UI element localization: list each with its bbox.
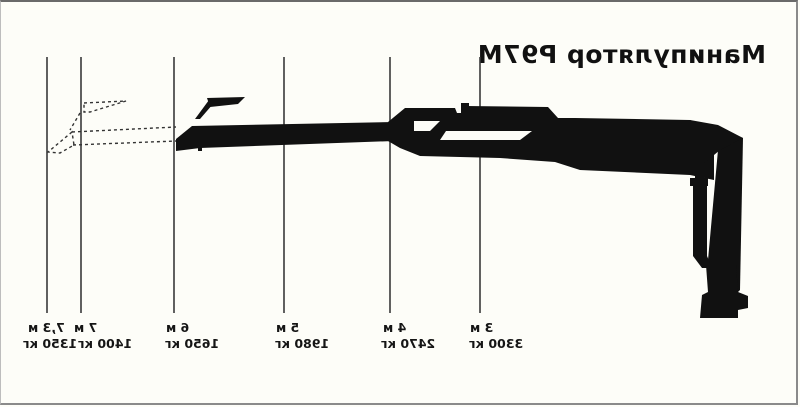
reach-label-4m-dist: 4 м (383, 320, 406, 335)
load-text: 1650 кг (165, 336, 220, 351)
crane-silhouette (176, 97, 748, 318)
distance-text: 4 м (383, 320, 407, 335)
reach-label-6m-dist: 6 м (166, 320, 189, 335)
load-text: 1980 кг (275, 336, 330, 351)
reach-label-4m-load: 2470 кг (381, 336, 435, 351)
distance-text: 3 м (470, 320, 494, 335)
reach-label-6m-load: 1650 кг (165, 336, 219, 351)
distance-text: 5 м (276, 320, 300, 335)
reach-label-3m-load: 3300 кг (469, 336, 523, 351)
reach-label-5m-load: 1980 кг (275, 336, 329, 351)
distance-text: 7 м (74, 320, 98, 335)
reach-label-7m-load: 1400 кг (78, 336, 132, 351)
reach-label-7m-dist: 7 м (74, 320, 97, 335)
distance-text: 7,3 м (28, 320, 65, 335)
reach-lines (46, 57, 481, 313)
load-text: 3300 кг (469, 336, 524, 351)
reach-label-5m-dist: 5 м (276, 320, 299, 335)
extended-boom-outline (46, 100, 177, 154)
load-text: 1400 кг (78, 336, 133, 351)
reach-label-7-3m-load: 1350 кг (23, 336, 77, 351)
reach-label-3m-dist: 3 м (470, 320, 493, 335)
load-text: 2470 кг (381, 336, 436, 351)
distance-text: 6 м (166, 320, 190, 335)
reach-label-7-3m-dist: 7,3 м (28, 320, 65, 335)
load-text: 1350 кг (23, 336, 78, 351)
